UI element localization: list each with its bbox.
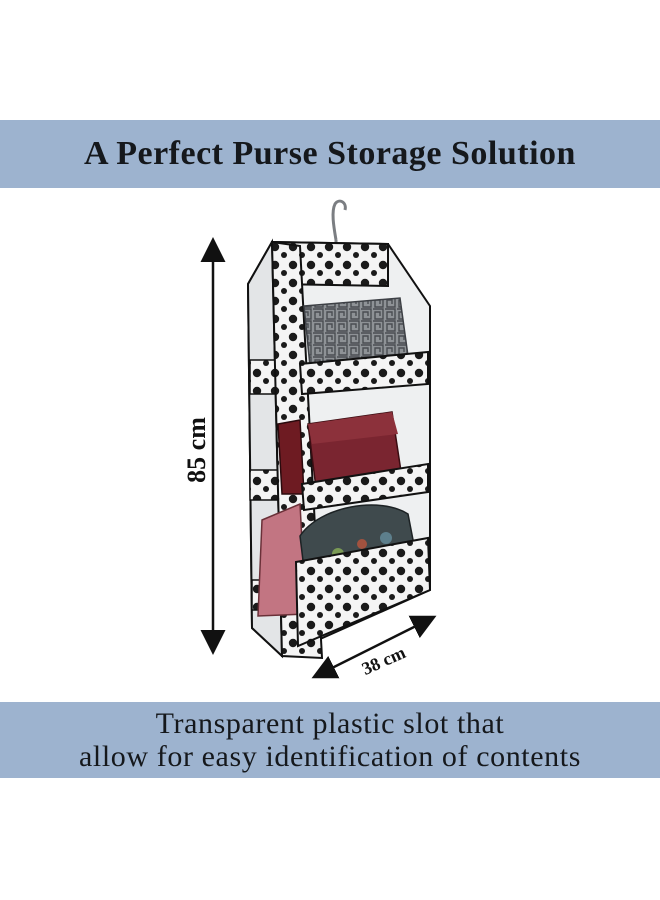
caption-text: Transparent plastic slot that allow for … [79,707,581,773]
hanging-purse-organizer-illustration: 85 cm 38 cm [182,199,437,679]
height-label: 85 cm [182,417,211,483]
width-label: 38 cm [359,642,409,679]
height-dimension: 85 cm [182,237,226,655]
title-banner: A Perfect Purse Storage Solution [0,120,660,188]
organizer-body [246,238,432,660]
page-title: A Perfect Purse Storage Solution [84,135,576,172]
caption-line-2: allow for easy identification of content… [79,740,581,773]
caption-line-1: Transparent plastic slot that [155,707,505,740]
caption-banner: Transparent plastic slot that allow for … [0,702,660,778]
hanger-hook-icon [331,199,347,248]
